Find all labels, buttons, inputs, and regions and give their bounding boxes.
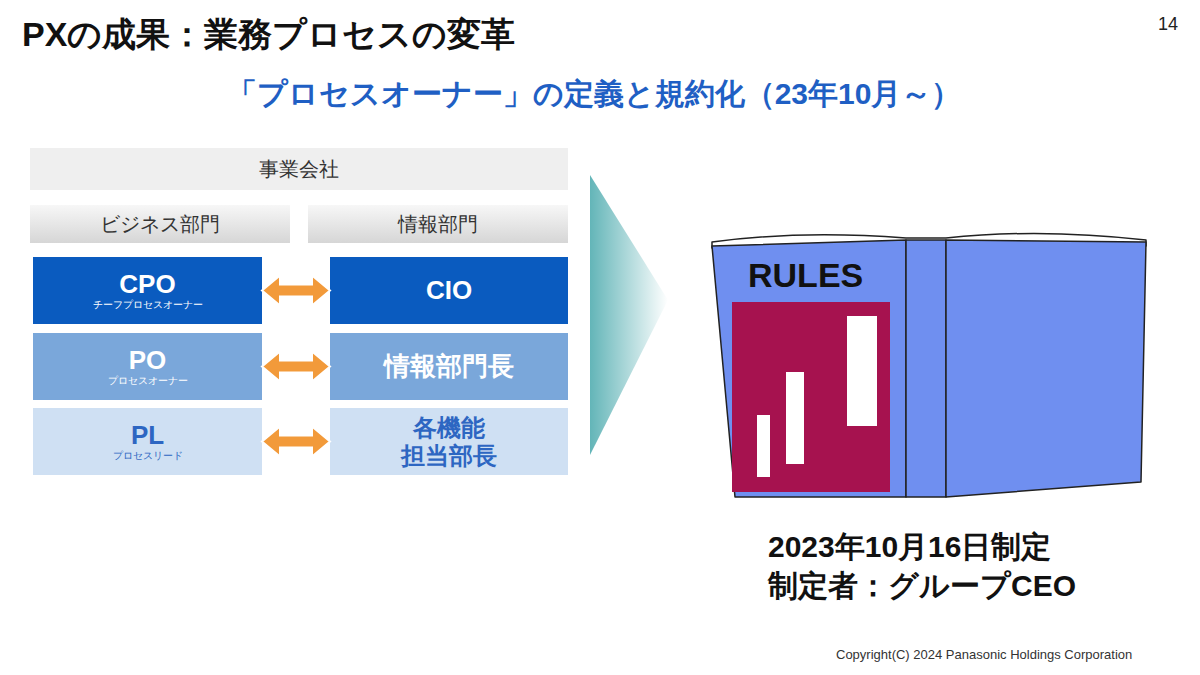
role-name: 情報部門 — [398, 213, 478, 236]
role-subtitle: プロセスリード — [113, 450, 183, 462]
role-name: 各機能 担当部長 — [397, 414, 500, 469]
company-band: 事業会社 — [30, 148, 568, 190]
role-name: CIO — [426, 276, 472, 306]
role-subtitle: チーフプロセスオーナー — [93, 299, 203, 311]
flow-triangle — [590, 175, 668, 455]
role-subtitle: プロセスオーナー — [108, 375, 188, 387]
double-arrow — [262, 427, 330, 457]
double-arrow — [262, 276, 330, 306]
role-name: PL — [131, 421, 164, 451]
role-box: CPOチーフプロセスオーナー — [33, 257, 262, 324]
rule-book — [712, 233, 1146, 497]
role-name: ビジネス部門 — [100, 213, 220, 236]
role-name: PO — [129, 346, 167, 376]
role-box: 各機能 担当部長 — [330, 408, 568, 475]
it-header: 情報部門 — [308, 205, 568, 243]
role-name: 情報部門長 — [384, 352, 514, 382]
role-box: CIO — [330, 257, 568, 324]
page-number: 14 — [1158, 14, 1178, 35]
slide-title: PXの成果：業務プロセスの変革 — [22, 12, 515, 58]
double-arrow — [262, 352, 330, 382]
enactment-date: 2023年10月16日制定 — [768, 527, 1051, 568]
enacted-by: 制定者：グループCEO — [768, 566, 1076, 607]
role-name: 事業会社 — [259, 158, 339, 181]
business-header: ビジネス部門 — [30, 205, 290, 243]
role-box: 情報部門長 — [330, 333, 568, 400]
role-box: POプロセスオーナー — [33, 333, 262, 400]
subtitle: 「プロセスオーナー」の定義と規約化（23年10月～） — [0, 74, 1194, 115]
role-name: CPO — [119, 270, 175, 300]
copyright: Copyright(C) 2024 Panasonic Holdings Cor… — [836, 647, 1132, 662]
role-box: PLプロセスリード — [33, 408, 262, 475]
book-title: RULES — [748, 256, 863, 295]
